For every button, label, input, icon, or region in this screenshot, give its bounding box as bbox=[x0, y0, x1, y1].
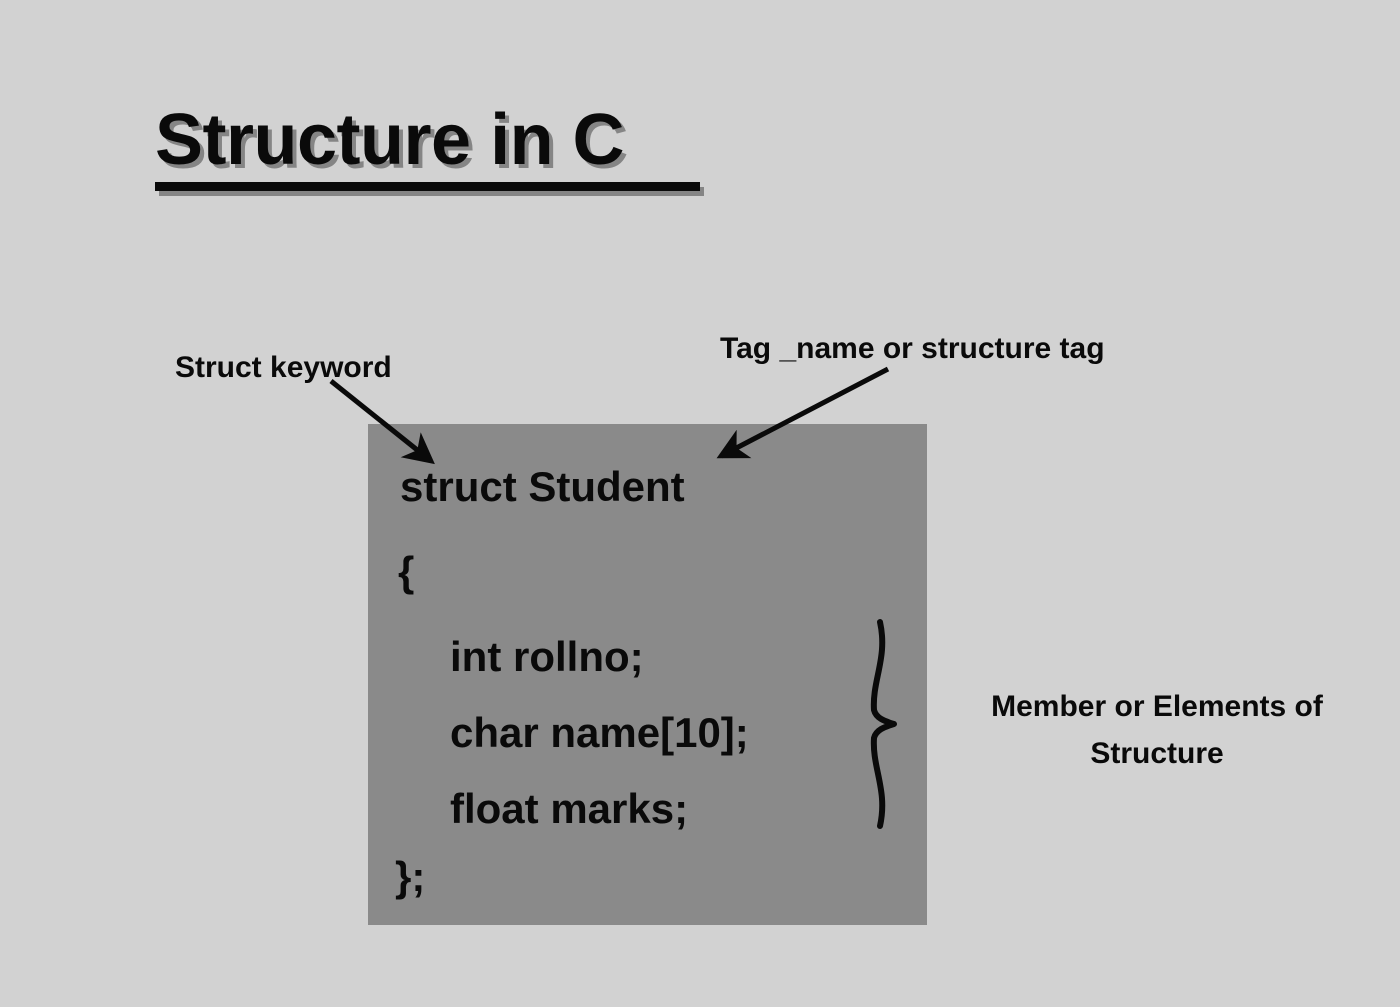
annotation-members-of-structure: Member or Elements of Structure bbox=[991, 690, 1323, 770]
code-line-member-marks: float marks; bbox=[450, 785, 689, 832]
code-line-close-brace: }; bbox=[395, 853, 426, 900]
code-block-panel: struct Student { int rollno; char name[1… bbox=[368, 424, 927, 925]
annotation-tag-name: Tag _name or structure tag bbox=[720, 332, 1105, 365]
title-block: Structure in C bbox=[155, 100, 715, 191]
members-curly-brace-icon bbox=[870, 619, 897, 829]
code-line-member-name: char name[10]; bbox=[450, 709, 749, 756]
annotation-struct-keyword: Struct keyword bbox=[175, 351, 392, 384]
code-line-struct-declaration: struct Student bbox=[400, 463, 685, 510]
title-underline bbox=[155, 182, 700, 191]
code-line-member-rollno: int rollno; bbox=[450, 633, 644, 680]
page-title: Structure in C bbox=[155, 100, 625, 180]
code-line-open-brace: { bbox=[398, 548, 415, 595]
